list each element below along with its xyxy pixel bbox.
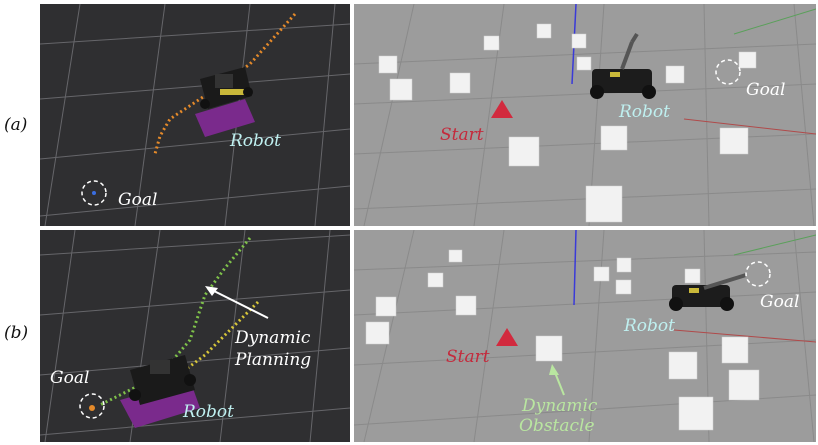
planning-label-line2: Planning: [235, 350, 312, 370]
robot-model: [590, 32, 656, 99]
rviz-view-a: [40, 4, 350, 226]
planning-label-line1: Dynamic: [235, 328, 311, 348]
rviz-panel-a: Robot Goal: [40, 4, 350, 226]
obstacle-cubes: [378, 23, 757, 223]
robot-model: [195, 67, 255, 137]
planned-path: [153, 12, 297, 155]
goal-label: Goal: [118, 190, 158, 210]
rviz-grid-a: [40, 4, 350, 226]
robot-model: [120, 355, 200, 428]
robot-label: Robot: [619, 102, 670, 122]
start-marker: [491, 100, 513, 118]
goal-label: Goal: [746, 80, 786, 100]
robot-label: Robot: [183, 402, 234, 422]
row-label-b: (b): [4, 323, 29, 343]
obstacle-label-line2: Obstacle: [519, 416, 595, 436]
goal-label: Goal: [50, 368, 90, 388]
goal-marker: [81, 180, 107, 206]
planning-arrow: [211, 289, 269, 319]
gazebo-view-a: [354, 4, 816, 226]
goal-label: Goal: [760, 292, 800, 312]
goal-marker: [715, 59, 741, 85]
start-label: Start: [440, 125, 484, 145]
row-label-a: (a): [4, 115, 28, 135]
start-marker: [496, 328, 518, 346]
obstacle-cubes: [365, 249, 760, 431]
gazebo-panel-a: Robot Goal Start: [354, 4, 816, 226]
goal-marker: [79, 393, 105, 419]
goal-marker: [745, 261, 771, 287]
robot-model: [669, 273, 747, 311]
obstacle-label-line1: Dynamic: [522, 396, 598, 416]
robot-label: Robot: [624, 316, 675, 336]
rviz-panel-b: Dynamic Planning Goal Robot: [40, 230, 350, 442]
start-label: Start: [446, 347, 490, 367]
gazebo-panel-b: Robot Goal Start Dynamic Obstacle: [354, 230, 816, 442]
rviz-view-b: [40, 230, 350, 442]
global-path: [99, 237, 252, 407]
gazebo-view-b: [354, 230, 816, 442]
dynamic-path: [159, 300, 260, 387]
robot-label: Robot: [230, 131, 281, 151]
